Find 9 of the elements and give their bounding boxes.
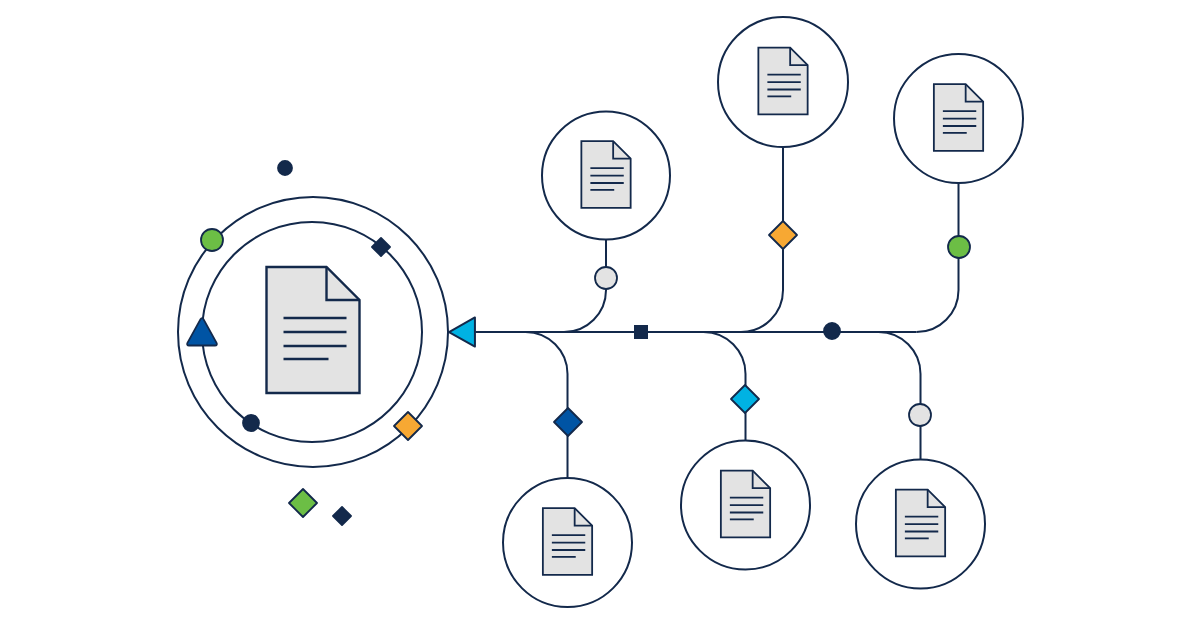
document-circle <box>502 477 633 608</box>
document-circle <box>893 53 1024 184</box>
document-circle <box>680 439 811 571</box>
document-circle <box>541 110 671 241</box>
connector-line <box>915 182 960 333</box>
connector-line <box>448 316 918 348</box>
document-circle <box>717 16 849 148</box>
hub-circle <box>177 196 449 468</box>
document-circle <box>855 458 986 590</box>
